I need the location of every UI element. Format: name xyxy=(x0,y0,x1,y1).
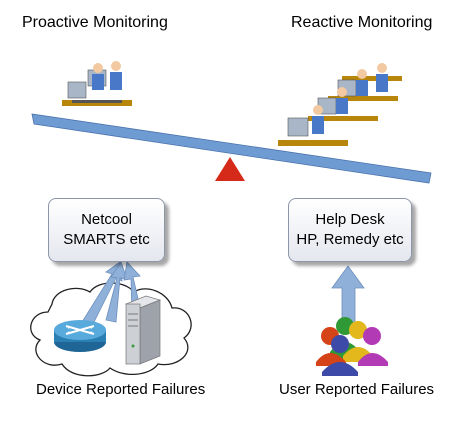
netcool-box-line1: Netcool xyxy=(81,211,132,228)
user-group-icon xyxy=(316,317,388,376)
fulcrum-triangle xyxy=(215,157,245,181)
proactive-monitoring-heading: Proactive Monitoring xyxy=(22,14,168,31)
user-escalation-arrow xyxy=(331,265,365,327)
netcool-smarts-box: Netcool SMARTS etc xyxy=(48,198,165,262)
device-reported-failures-label: Device Reported Failures xyxy=(36,381,206,398)
operators-reactive-icon xyxy=(278,63,402,146)
help-desk-box-line2: HP, Remedy etc xyxy=(296,231,404,248)
server-icon xyxy=(124,295,162,365)
user-reported-failures-label: User Reported Failures xyxy=(279,381,435,398)
help-desk-box-line1: Help Desk xyxy=(315,211,385,228)
operators-proactive-icon xyxy=(62,61,132,106)
reactive-monitoring-heading: Reactive Monitoring xyxy=(291,14,433,31)
balance-beam xyxy=(31,113,432,184)
router-icon xyxy=(54,320,106,352)
help-desk-box: Help Desk HP, Remedy etc xyxy=(288,198,412,262)
netcool-box-line2: SMARTS etc xyxy=(63,231,150,248)
